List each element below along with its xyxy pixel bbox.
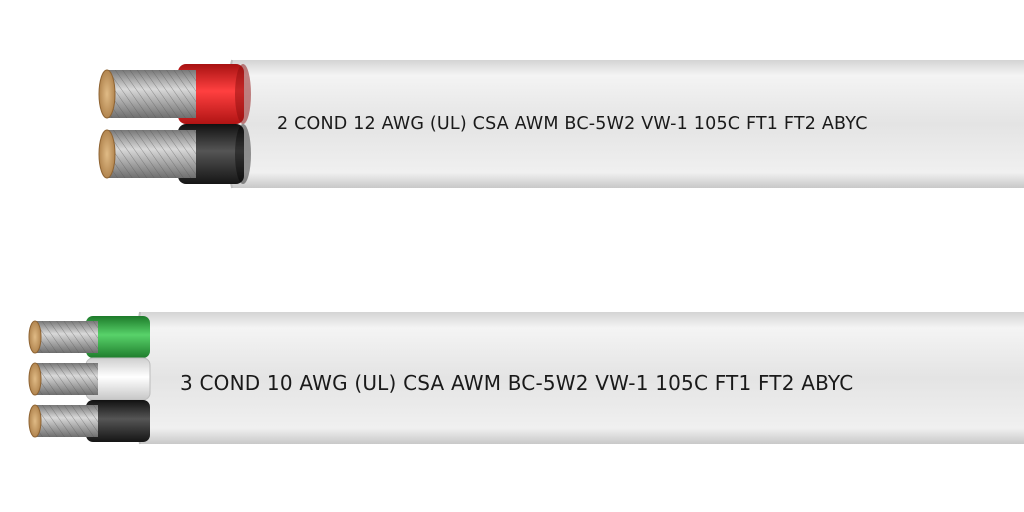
cable-1-print-legend: 2 COND 12 AWG (UL) CSA AWM BC-5W2 VW-1 1… xyxy=(277,114,868,134)
cable-3-cond xyxy=(28,311,1024,445)
copper-end-top xyxy=(98,69,116,119)
strands-white-texture xyxy=(34,363,98,395)
cable-2-cond xyxy=(98,59,1024,189)
cable-2-print-legend: 3 COND 10 AWG (UL) CSA AWM BC-5W2 VW-1 1… xyxy=(180,371,854,395)
copper-end-green xyxy=(28,320,42,354)
black-insulation-2 xyxy=(86,400,150,442)
strands-top-texture xyxy=(106,70,196,118)
strands-green-texture xyxy=(34,321,98,353)
strands-bottom-texture xyxy=(106,130,196,178)
copper-end-black xyxy=(28,404,42,438)
red-insulation-end xyxy=(235,64,251,124)
copper-end-white xyxy=(28,362,42,396)
jacket-cable-2 xyxy=(134,312,1024,444)
black-insulation-end xyxy=(235,124,251,184)
copper-end-bottom xyxy=(98,129,116,179)
strands-black-texture xyxy=(34,405,98,437)
jacket-cable-1 xyxy=(225,60,1024,188)
green-insulation xyxy=(86,316,150,358)
